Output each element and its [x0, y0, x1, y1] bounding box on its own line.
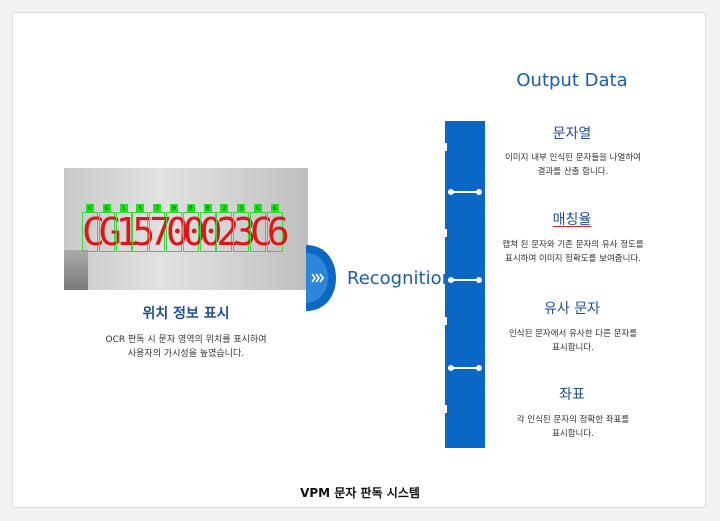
ocr-label-chip: 0	[170, 204, 178, 213]
footer-caption: VPM 문자 판독 시스템	[300, 486, 420, 500]
ocr-digit: 0	[182, 210, 206, 254]
section-desc-matching: 캡쳐 된 문자와 기존 문자의 유사 정도를 표시하여 이미지 정확도를 보여줍…	[502, 240, 644, 264]
ocr-bounding-box	[98, 212, 115, 252]
ocr-digit: 6	[266, 210, 290, 254]
chevron-right-icon	[306, 245, 336, 311]
ocr-bounding-box	[149, 212, 166, 252]
ocr-bounding-box	[199, 212, 216, 252]
connector-dot	[476, 365, 482, 371]
connector-dot	[476, 277, 482, 283]
section-desc-similar: 인식된 문자에서 유사한 다른 문자를 표시합니다.	[508, 329, 638, 353]
ocr-digit: 2	[216, 210, 240, 254]
ocr-digit: C	[250, 210, 273, 254]
ocr-label-chip: 1	[119, 204, 128, 213]
ocr-bounding-box	[182, 212, 199, 252]
section-title-matching: 매칭율	[552, 212, 592, 228]
output-bar	[441, 121, 485, 448]
recognition-label: Recognition	[347, 268, 453, 289]
ocr-bounding-box	[216, 212, 233, 252]
ocr-label-chip: 3	[237, 204, 246, 213]
ocr-digit: 5	[132, 210, 156, 254]
ocr-label-chip: G	[102, 204, 111, 213]
ocr-bounding-box	[166, 212, 182, 252]
ocr-digit: 7	[149, 210, 173, 254]
section-desc-string: 이미지 내부 인식된 문자들을 나열하여 결과를 산출 합니다.	[505, 153, 641, 177]
ocr-label-chip: 6	[270, 204, 279, 213]
bar-notch	[441, 405, 447, 413]
ocr-digit: G	[98, 210, 122, 254]
output-title: Output Data	[516, 70, 628, 91]
ocr-digit: C	[82, 210, 105, 254]
ocr-bounding-box	[132, 212, 149, 252]
flow-arrow	[306, 245, 336, 315]
bar-notch	[441, 229, 447, 237]
section-title-string: 문자열	[552, 126, 592, 142]
connector-dot	[476, 189, 482, 195]
connector-line	[449, 191, 479, 193]
ocr-label-chip: C	[254, 204, 262, 213]
left-title: 위치 정보 표시	[142, 306, 230, 322]
ocr-bounding-box	[233, 212, 250, 252]
ocr-label-chip: 7	[153, 204, 162, 213]
ocr-label-chip: 5	[136, 204, 145, 213]
ocr-label-chip: 0	[186, 204, 195, 213]
connector-line	[449, 367, 479, 369]
ocr-digit: 3	[233, 210, 257, 254]
connector-line	[449, 279, 479, 281]
connector-dot	[448, 189, 454, 195]
bar-notch	[441, 317, 447, 325]
ocr-digit: 0	[199, 210, 223, 254]
connector-dot	[448, 365, 454, 371]
section-title-coords: 좌표	[559, 387, 585, 403]
ocr-digit: 0	[166, 210, 189, 254]
ocr-digit: 1	[115, 210, 139, 254]
ocr-label-chip: 0	[203, 204, 212, 213]
left-description: OCR 판독 시 문자 영역의 위치를 표시하여 사용자의 가시성을 높였습니다…	[105, 335, 267, 359]
bar-notch	[441, 143, 447, 151]
ocr-bounding-box	[82, 212, 98, 252]
ocr-label-chip: C	[86, 204, 94, 213]
section-desc-coords: 각 인식된 문자의 정확한 좌표를 표시합니다.	[516, 415, 630, 439]
ocr-bounding-box	[115, 212, 132, 252]
ocr-bounding-box	[266, 212, 283, 252]
ocr-bounding-box	[250, 212, 266, 252]
ocr-label-chip: 2	[220, 204, 229, 213]
connector-dot	[448, 277, 454, 283]
section-title-similar: 유사 문자	[544, 301, 600, 317]
image-shadow-corner	[64, 250, 88, 290]
